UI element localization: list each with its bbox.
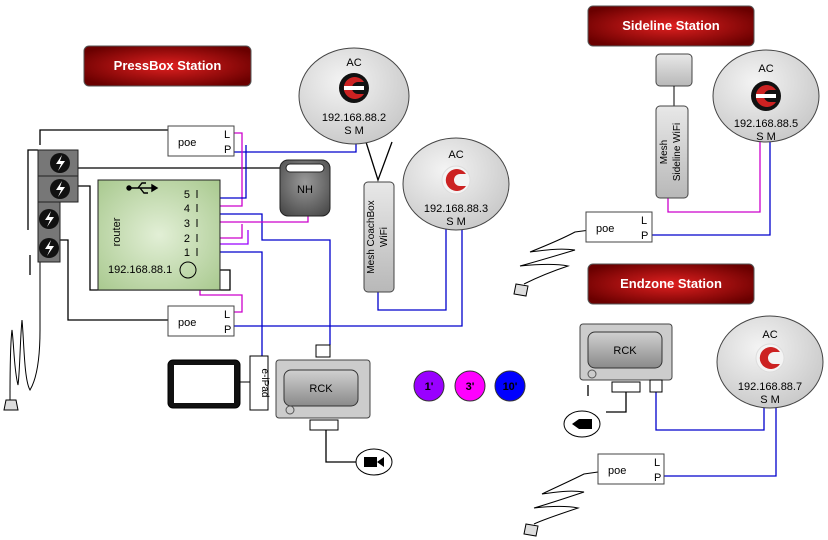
legend-label-3ft: 3' xyxy=(466,381,475,393)
serial-port-icon xyxy=(309,419,339,431)
ac-ip: 192.168.88.3 xyxy=(424,203,488,215)
ac-logo-icon xyxy=(441,165,471,195)
eipad-adapter[interactable]: e-iPad xyxy=(249,355,270,411)
router-port-4[interactable]: 4 xyxy=(184,203,190,215)
serial-port-icon xyxy=(611,381,641,393)
ac-ip: 192.168.88.2 xyxy=(322,112,386,124)
poe-p-port[interactable]: P xyxy=(654,472,661,484)
mesh-sideline-wifi[interactable]: Mesh Sideline WiFi xyxy=(655,53,693,199)
legend-label-1ft: 1' xyxy=(425,381,434,393)
power-jack-icon xyxy=(587,369,597,379)
mesh-coachbox-line2: WiFi xyxy=(379,227,390,247)
ac-unit-endzone[interactable]: AC 192.168.88.7 S M xyxy=(716,315,824,409)
mesh-sideline-antenna xyxy=(655,53,693,87)
power-outlet-icon xyxy=(39,238,59,258)
legend-item-1ft: 1' xyxy=(413,370,445,402)
ac-unit-pressbox-1[interactable]: AC 192.168.88.2 S M xyxy=(298,47,410,145)
rck-pressbox[interactable]: RCK xyxy=(275,344,371,431)
nh-device[interactable]: NH xyxy=(279,159,331,217)
router-port-2[interactable]: 2 xyxy=(184,233,190,245)
poe-p-port[interactable]: P xyxy=(224,324,231,336)
coiled-cable-pressbox[interactable] xyxy=(3,261,48,411)
power-outlet-icon xyxy=(50,153,70,173)
ac-label: AC xyxy=(448,149,463,161)
poe-label: poe xyxy=(608,465,626,477)
poe-p-port[interactable]: P xyxy=(224,144,231,156)
legend-item-10ft: 10' xyxy=(494,370,526,402)
poe-l-port[interactable]: L xyxy=(224,309,230,321)
station-title-pressbox: PressBox Station xyxy=(83,45,252,87)
ac-logo-icon xyxy=(755,343,785,373)
mesh-sideline-line2: Sideline WiFi xyxy=(672,123,683,181)
router-power-port[interactable] xyxy=(179,261,197,279)
ac-sm: S M xyxy=(446,216,466,228)
poe-injector-pressbox-top[interactable]: poe L P xyxy=(167,125,235,157)
router[interactable]: router 5 4 3 2 1 192.168.88.1 xyxy=(97,179,221,291)
rck-label: RCK xyxy=(613,345,637,357)
mesh-sideline-line1: Mesh xyxy=(659,140,670,164)
eipad-label: e-iPad xyxy=(259,369,270,398)
station-title-pressbox-text: PressBox Station xyxy=(114,58,222,73)
rck-endzone[interactable]: RCK xyxy=(579,323,673,393)
ac-unit-sideline[interactable]: AC 192.168.88.5 S M xyxy=(712,49,820,143)
ethernet-port-icon xyxy=(649,379,663,393)
camera-pressbox[interactable] xyxy=(355,448,393,476)
poe-injector-pressbox-bottom[interactable]: poe L P xyxy=(167,305,235,337)
power-strip[interactable] xyxy=(37,149,79,263)
mesh-coachbox-line1: Mesh CoachBox xyxy=(366,200,377,273)
router-port-1[interactable]: 1 xyxy=(184,247,190,259)
station-title-sideline: Sideline Station xyxy=(587,5,755,47)
ac-logo-icon xyxy=(751,81,781,111)
power-outlet-icon xyxy=(39,209,59,229)
poe-label: poe xyxy=(178,137,196,149)
ac-sm: S M xyxy=(756,131,776,143)
ac-label: AC xyxy=(762,329,777,341)
cables xyxy=(27,129,777,477)
coiled-cable-sideline[interactable] xyxy=(513,229,591,297)
video-camera-icon xyxy=(364,457,384,467)
router-port-5[interactable]: 5 xyxy=(184,189,190,201)
nh-label: NH xyxy=(297,184,313,196)
rck-label: RCK xyxy=(309,383,333,395)
ac-ip: 192.168.88.7 xyxy=(738,381,802,393)
legend-item-3ft: 3' xyxy=(454,370,486,402)
poe-label: poe xyxy=(596,223,614,235)
power-outlet-icon xyxy=(50,179,70,199)
station-title-sideline-text: Sideline Station xyxy=(622,18,720,33)
camera-endzone[interactable] xyxy=(563,410,601,438)
station-title-endzone-text: Endzone Station xyxy=(620,276,722,291)
cable-length-legend: 1' 3' 10' xyxy=(413,370,526,402)
ac-label: AC xyxy=(346,57,361,69)
power-jack-icon xyxy=(285,405,295,415)
video-camera-icon xyxy=(572,419,592,429)
router-ip: 192.168.88.1 xyxy=(108,264,172,276)
coiled-cable-endzone[interactable] xyxy=(523,471,599,537)
legend-label-10ft: 10' xyxy=(503,381,518,393)
poe-injector-sideline[interactable]: poe L P xyxy=(585,211,653,243)
ac-sm: S M xyxy=(344,125,364,137)
poe-l-port[interactable]: L xyxy=(641,215,647,227)
ac-logo-icon xyxy=(339,73,369,103)
ethernet-port-icon xyxy=(315,344,331,358)
router-label: router xyxy=(111,217,123,246)
station-title-endzone: Endzone Station xyxy=(587,263,755,305)
poe-l-port[interactable]: L xyxy=(654,457,660,469)
ac-label: AC xyxy=(758,63,773,75)
ipad[interactable] xyxy=(167,359,252,409)
usb-icon xyxy=(126,182,159,194)
poe-injector-endzone[interactable]: poe L P xyxy=(597,453,665,485)
mesh-coachbox-wifi[interactable]: Mesh CoachBox WiFi xyxy=(363,181,395,293)
poe-p-port[interactable]: P xyxy=(641,230,648,242)
router-port-3[interactable]: 3 xyxy=(184,218,190,230)
poe-label: poe xyxy=(178,317,196,329)
ac-unit-pressbox-2[interactable]: AC 192.168.88.3 S M xyxy=(402,137,510,231)
ac-sm: S M xyxy=(760,394,780,406)
poe-l-port[interactable]: L xyxy=(224,129,230,141)
ac-ip: 192.168.88.5 xyxy=(734,118,798,130)
